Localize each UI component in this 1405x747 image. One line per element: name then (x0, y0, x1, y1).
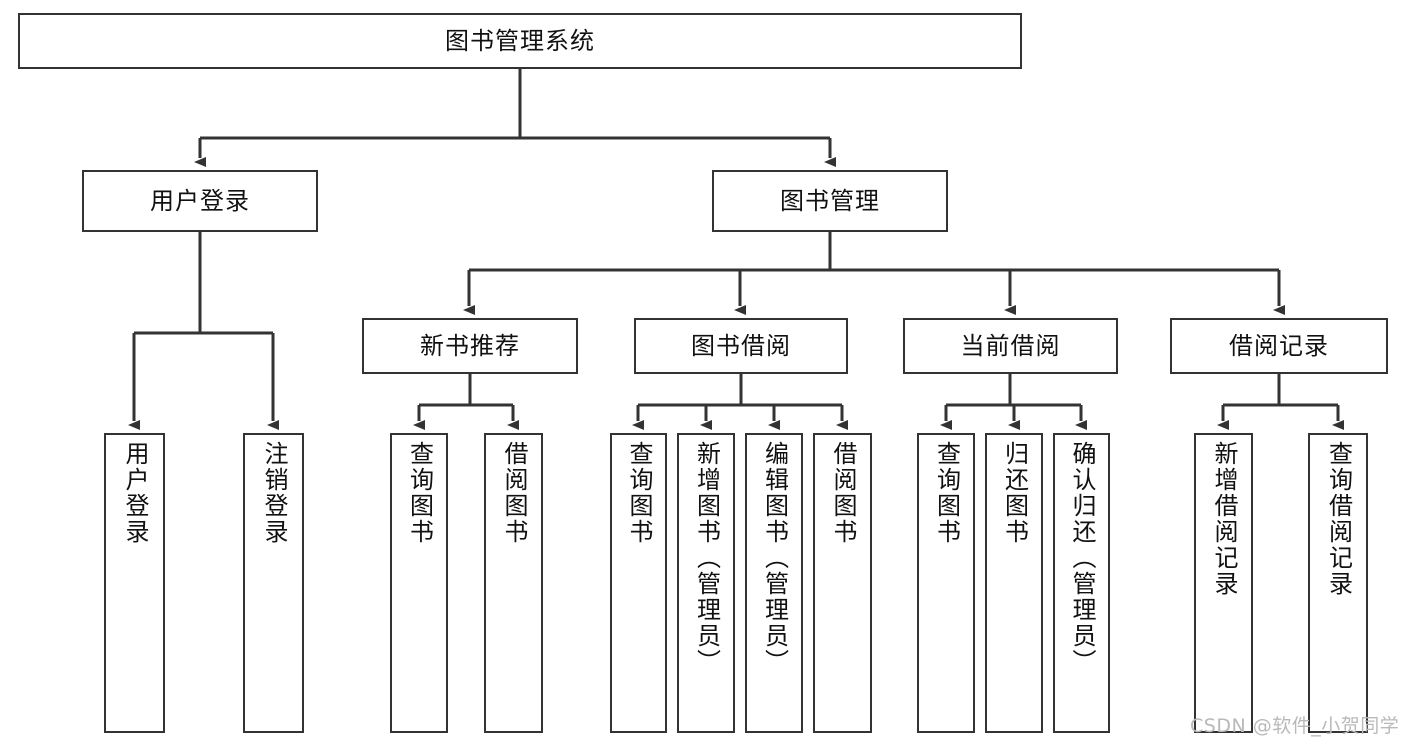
node-leaf-borrow-book-2-label: 借阅图书 (828, 441, 857, 545)
node-root[interactable]: 图书管理系统 (18, 13, 1022, 69)
node-leaf-query-book-3[interactable]: 查询图书 (917, 433, 975, 733)
node-leaf-user-login[interactable]: 用户登录 (104, 433, 165, 733)
node-leaf-user-logout-label: 注销登录 (259, 441, 288, 545)
node-leaf-borrow-book-1-label: 借阅图书 (499, 441, 528, 545)
node-leaf-add-record[interactable]: 新增借阅记录 (1194, 433, 1253, 733)
node-book-manage-label: 图书管理 (780, 186, 880, 215)
node-leaf-borrow-book-1[interactable]: 借阅图书 (484, 433, 543, 733)
node-borrow-record[interactable]: 借阅记录 (1170, 318, 1388, 374)
node-current-borrow[interactable]: 当前借阅 (903, 318, 1118, 374)
node-leaf-query-book-2[interactable]: 查询图书 (610, 433, 667, 733)
node-leaf-user-login-label: 用户登录 (120, 441, 149, 545)
node-new-book-recommend[interactable]: 新书推荐 (362, 318, 578, 374)
node-user-login-label: 用户登录 (150, 186, 250, 215)
node-current-borrow-label: 当前借阅 (960, 331, 1061, 360)
node-leaf-query-book-2-label: 查询图书 (624, 441, 653, 545)
node-leaf-return-book[interactable]: 归还图书 (985, 433, 1043, 733)
node-root-label: 图书管理系统 (445, 26, 595, 55)
node-leaf-query-book-1-label: 查询图书 (405, 441, 434, 545)
node-leaf-confirm-return[interactable]: 确认归还（管理员） (1053, 433, 1110, 733)
node-book-borrow[interactable]: 图书借阅 (634, 318, 848, 374)
node-leaf-add-book-label: 新增图书（管理员） (692, 441, 721, 675)
node-leaf-add-record-label: 新增借阅记录 (1209, 441, 1238, 597)
node-borrow-record-label: 借阅记录 (1229, 331, 1329, 360)
node-leaf-add-book[interactable]: 新增图书（管理员） (677, 433, 735, 733)
node-user-login[interactable]: 用户登录 (82, 170, 318, 232)
node-leaf-user-logout[interactable]: 注销登录 (243, 433, 304, 733)
node-leaf-query-book-3-label: 查询图书 (932, 441, 961, 545)
node-leaf-edit-book-label: 编辑图书（管理员） (760, 441, 789, 675)
node-leaf-query-record[interactable]: 查询借阅记录 (1308, 433, 1368, 733)
node-leaf-borrow-book-2[interactable]: 借阅图书 (813, 433, 872, 733)
node-new-book-recommend-label: 新书推荐 (420, 331, 520, 360)
node-leaf-confirm-return-label: 确认归还（管理员） (1067, 441, 1096, 675)
node-book-borrow-label: 图书借阅 (691, 331, 791, 360)
node-book-manage[interactable]: 图书管理 (712, 170, 948, 232)
node-leaf-query-book-1[interactable]: 查询图书 (390, 433, 448, 733)
node-leaf-query-record-label: 查询借阅记录 (1324, 441, 1353, 597)
node-leaf-edit-book[interactable]: 编辑图书（管理员） (745, 433, 803, 733)
node-leaf-return-book-label: 归还图书 (1000, 441, 1029, 545)
